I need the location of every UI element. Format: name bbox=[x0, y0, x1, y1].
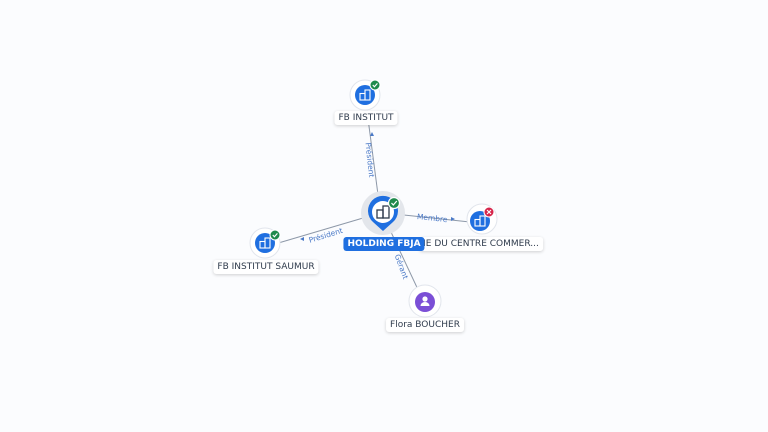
building-icon bbox=[474, 215, 486, 227]
node-label-fb-institut[interactable]: FB INSTITUT bbox=[334, 111, 398, 125]
building-icon bbox=[376, 205, 390, 219]
edge-arrow-president-institut bbox=[370, 132, 374, 136]
ok-badge bbox=[369, 79, 381, 91]
ok-badge bbox=[269, 229, 281, 241]
node-label-center[interactable]: HOLDING FBJA bbox=[343, 237, 425, 251]
node-label-flora-boucher[interactable]: Flora BOUCHER bbox=[386, 318, 464, 332]
node-fb-institut-saumur[interactable] bbox=[249, 227, 281, 259]
center-node-pin[interactable] bbox=[368, 195, 398, 231]
edge-arrow-membre bbox=[451, 217, 455, 221]
node-label-centre-commercial[interactable]: IE DU CENTRE COMMER... bbox=[419, 237, 543, 251]
building-icon bbox=[259, 237, 271, 249]
building-icon bbox=[359, 89, 371, 101]
person-icon bbox=[420, 296, 430, 306]
edge-arrow-president-saumur bbox=[300, 237, 304, 241]
ok-badge bbox=[387, 196, 401, 210]
node-label-fb-institut-saumur[interactable]: FB INSTITUT SAUMUR bbox=[213, 260, 319, 274]
node-flora-boucher[interactable] bbox=[408, 284, 442, 318]
node-centre-commercial[interactable] bbox=[466, 203, 498, 235]
node-fb-institut[interactable] bbox=[349, 79, 381, 111]
